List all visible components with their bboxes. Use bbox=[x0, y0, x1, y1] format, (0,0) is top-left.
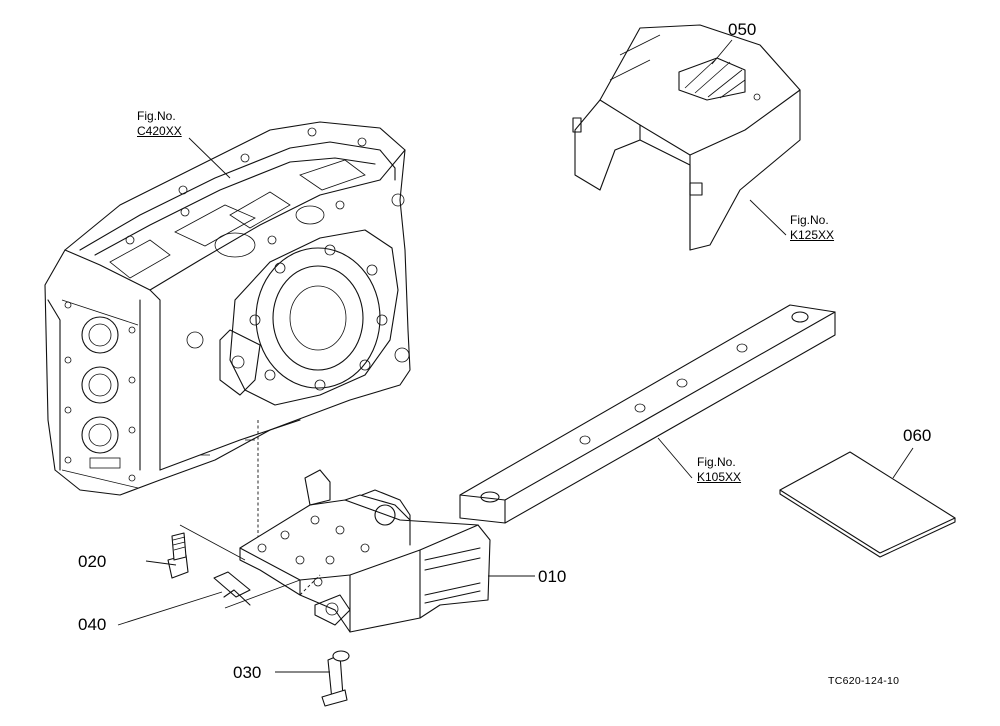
cover-drawing bbox=[572, 24, 801, 251]
part-label-060: 060 bbox=[903, 426, 932, 445]
leader-K105XX bbox=[657, 437, 693, 479]
fig-ref-label: Fig.No. bbox=[790, 213, 829, 227]
fig-ref-label: Fig.No. bbox=[137, 109, 176, 123]
drawbar-drawing bbox=[459, 304, 836, 524]
leader-040 bbox=[117, 591, 223, 626]
fig-ref-cover: Fig.No. K125XX bbox=[790, 214, 834, 241]
bolt-drawing bbox=[167, 532, 189, 579]
leader-C420XX bbox=[188, 137, 231, 179]
fig-ref-transmission: Fig.No. C420XX bbox=[137, 110, 182, 137]
leader-060 bbox=[892, 447, 914, 479]
hitch-bracket-drawing bbox=[239, 469, 491, 633]
fig-ref-drawbar: Fig.No. K105XX bbox=[697, 456, 741, 483]
fig-ref-code: K125XX bbox=[790, 228, 835, 242]
leader-020 bbox=[145, 560, 177, 566]
part-label-030: 030 bbox=[233, 663, 262, 682]
leader-050 bbox=[711, 39, 733, 65]
transmission-case-drawing bbox=[44, 121, 411, 496]
manual-sheet-drawing bbox=[779, 451, 956, 558]
part-label-040: 040 bbox=[78, 615, 107, 634]
fig-ref-label: Fig.No. bbox=[697, 455, 736, 469]
fig-ref-code: K105XX bbox=[697, 470, 742, 484]
part-label-010: 010 bbox=[538, 567, 567, 586]
part-label-020: 020 bbox=[78, 552, 107, 571]
pin-drawing bbox=[321, 650, 350, 707]
leader-K125XX bbox=[749, 199, 787, 236]
fig-ref-code: C420XX bbox=[137, 124, 182, 138]
drawing-code: TC620-124-10 bbox=[828, 675, 900, 687]
part-label-050: 050 bbox=[728, 20, 757, 39]
clip-drawing bbox=[179, 524, 301, 609]
